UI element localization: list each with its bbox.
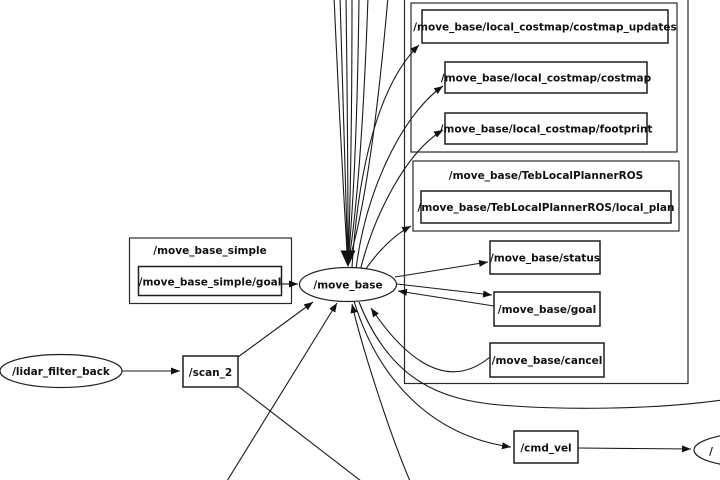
node-right-partial[interactable]: / [693,432,720,468]
node-move-base-status-label: /move_base/status [490,253,600,265]
node-costmap-label: /move_base/local_costmap/costmap [441,73,652,85]
edge-scan2-to-move-base [237,301,314,358]
edge-cmd-vel-to-right-node [577,445,692,453]
node-right-partial-label: / [709,446,713,458]
node-local-plan[interactable]: /move_base/TebLocalPlannerROS/local_plan [418,190,675,224]
node-move-base-goal-label: /move_base/goal [498,304,596,316]
node-lidar-filter-back-label: /lidar_filter_back [12,366,111,378]
edge-move-base-to-costmap [355,85,444,270]
cluster-move-base-namespace [403,0,689,385]
node-move-base-label: /move_base [313,280,382,292]
node-move-base-simple-goal-label: /move_base_simple/goal [139,277,282,289]
node-local-plan-label: /move_base/TebLocalPlannerROS/local_plan [418,202,675,214]
node-costmap-updates[interactable]: /move_base/local_costmap/costmap_updates [413,9,677,44]
cluster-move-base-simple [128,237,293,305]
bundle-arrowhead [340,250,356,267]
node-move-base[interactable]: /move_base [298,266,398,303]
cluster-move-base-simple-label: /move_base_simple [153,245,266,257]
edge-move-base-to-status [394,259,489,278]
edge-goal-to-move-base [397,288,495,307]
node-footprint[interactable]: /move_base/local_costmap/footprint [440,112,653,145]
node-costmap-updates-label: /move_base/local_costmap/costmap_updates [413,22,677,34]
node-footprint-label: /move_base/local_costmap/footprint [440,124,653,136]
edge-bottom-into-move-base [350,303,411,480]
node-scan-2[interactable]: /scan_2 [182,355,239,388]
cluster-teb-local-planner-label: /move_base/TebLocalPlannerROS [449,170,643,182]
edge-move-base-to-local-plan [362,225,412,274]
node-cmd-vel[interactable]: /cmd_vel [513,430,579,464]
node-cmd-vel-label: /cmd_vel [520,443,571,455]
node-costmap[interactable]: /move_base/local_costmap/costmap [441,61,652,94]
edge-move-base-to-right-node [358,301,720,409]
node-scan-2-label: /scan_2 [189,367,232,379]
cluster-teb-local-planner [412,160,680,232]
node-move-base-status[interactable]: /move_base/status [489,240,601,275]
node-move-base-cancel[interactable]: /move_base/cancel [489,342,605,378]
edge-bundle-top-into-move-base [333,0,389,267]
edge-move-base-to-footprint [359,129,444,272]
node-move-base-goal[interactable]: /move_base/goal [493,291,601,327]
edge-cancel-to-move-base [370,307,491,373]
edge-scan2-to-bottom [238,386,361,480]
edge-move-base-to-goal [396,283,493,298]
node-lidar-filter-back[interactable]: /lidar_filter_back [0,353,123,389]
edge-move-base-to-cmd-vel [353,300,512,450]
node-move-base-cancel-label: /move_base/cancel [492,355,603,367]
cluster-local-costmap-namespace [410,2,678,153]
edge-bottom-left-into-move-base [226,302,338,480]
node-move-base-simple-goal[interactable]: /move_base_simple/goal [137,265,283,297]
edge-move-base-to-costmap-updates [351,44,420,269]
